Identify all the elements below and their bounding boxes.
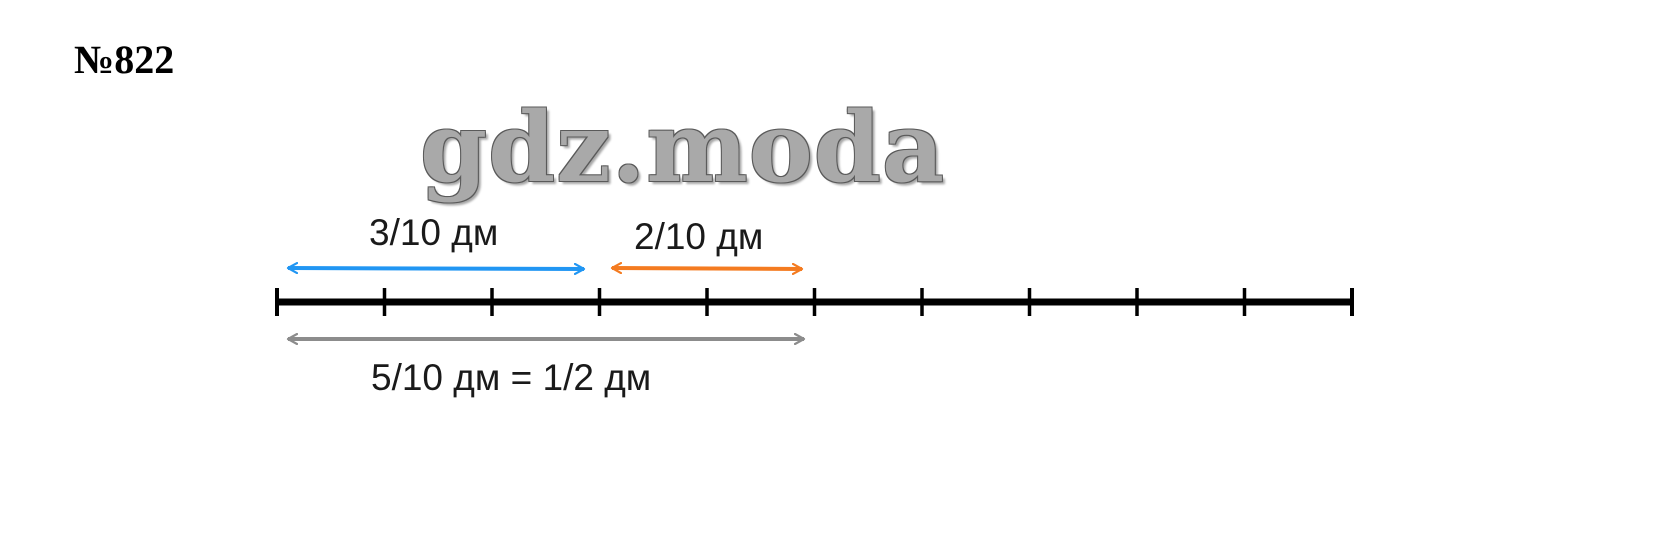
- segment-label-total: 5/10 дм = 1/2 дм: [371, 357, 651, 398]
- number-line-ticks: [275, 288, 1354, 316]
- watermark-logo: gdz.moda: [420, 91, 946, 204]
- segment-label-second: 2/10 дм: [634, 216, 763, 257]
- segment-arrow-second: [612, 268, 802, 269]
- problem-number: №822: [74, 37, 175, 82]
- segment-label-first: 3/10 дм: [369, 212, 498, 253]
- segment-arrow-first: [288, 268, 584, 269]
